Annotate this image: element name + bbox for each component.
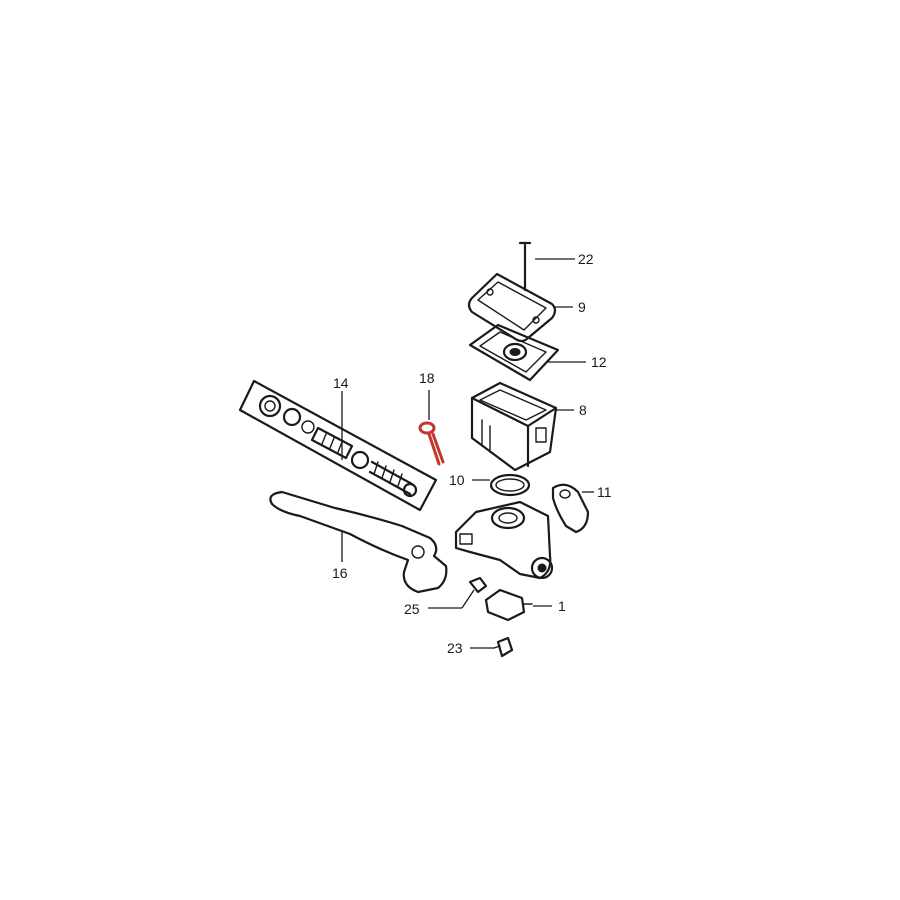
part-9-reservoir-cap xyxy=(467,272,557,343)
callout-22: 22 xyxy=(578,251,594,267)
part-23-bolt xyxy=(493,636,514,658)
part-25-washer xyxy=(468,576,488,594)
part-8-reservoir-body xyxy=(470,381,558,472)
callout-11: 11 xyxy=(597,484,612,500)
part-14-piston-kit xyxy=(238,379,438,512)
part-16-brake-lever xyxy=(269,490,448,594)
part-22-screw xyxy=(518,241,532,292)
callout-25: 25 xyxy=(404,601,420,617)
part-11-boot xyxy=(551,483,590,534)
callout-9: 9 xyxy=(578,299,586,315)
leader-lines xyxy=(341,258,594,649)
part-12-diaphragm xyxy=(468,323,560,382)
part-10-o-ring xyxy=(489,473,531,497)
callout-18: 18 xyxy=(419,370,435,386)
callout-8: 8 xyxy=(579,402,587,418)
callout-14: 14 xyxy=(333,375,349,391)
callout-1: 1 xyxy=(558,598,566,614)
part-18-banjo-bolt xyxy=(418,421,445,466)
callout-23: 23 xyxy=(447,640,463,656)
callout-10: 10 xyxy=(449,472,465,488)
callout-16: 16 xyxy=(332,565,348,581)
part-1-master-cylinder-body xyxy=(454,500,554,622)
callout-12: 12 xyxy=(591,354,607,370)
